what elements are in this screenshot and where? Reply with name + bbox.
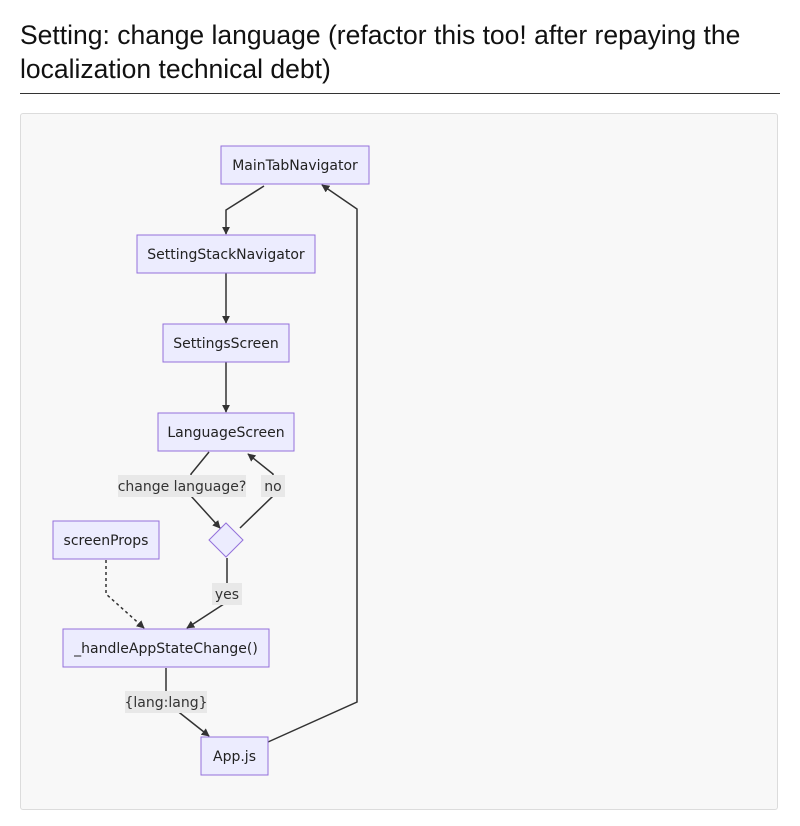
node-decision-diamond[interactable] [208,522,244,558]
edge-label-bg [125,691,207,713]
node-label: MainTabNavigator [232,158,358,174]
node-language-screen[interactable]: LanguageScreen [157,412,295,452]
node-main-tab-navigator[interactable]: MainTabNavigator [220,145,370,185]
edge-label-bg [212,583,242,605]
edge-maintab-to-settingstack [222,185,265,235]
node-handle-app-state-change[interactable]: _handleAppStateChange() [62,628,270,668]
node-label: _handleAppStateChange() [73,641,258,657]
node-label: App.js [213,749,256,765]
edge-label-no: no [264,479,281,495]
edge-label-change-language: change language? [118,479,247,495]
edge-label-lang: {lang:lang} [125,695,208,711]
node-label: LanguageScreen [167,425,284,441]
edge-screenprops-to-handler [105,560,145,629]
title-divider [20,93,780,94]
node-label: SettingsScreen [173,336,279,352]
edge-label-bg [118,475,246,497]
edge-label-yes: yes [215,587,239,603]
node-label: SettingStackNavigator [147,247,305,263]
edge-labels: change language? no yes {lang:lang} [118,475,285,713]
node-screen-props[interactable]: screenProps [52,520,160,560]
node-label: screenProps [64,533,149,549]
edge-label-bg [261,475,285,497]
flowchart: change language? no yes {lang:lang} Main… [52,145,370,776]
edge-appjs-to-maintab [267,184,358,743]
node-app-js[interactable]: App.js [200,736,269,776]
node-settings-screen[interactable]: SettingsScreen [162,323,290,363]
diagram-frame: change language? no yes {lang:lang} Main… [20,113,778,810]
page-title: Setting: change language (refactor this … [20,20,741,84]
node-setting-stack-navigator[interactable]: SettingStackNavigator [136,234,316,274]
